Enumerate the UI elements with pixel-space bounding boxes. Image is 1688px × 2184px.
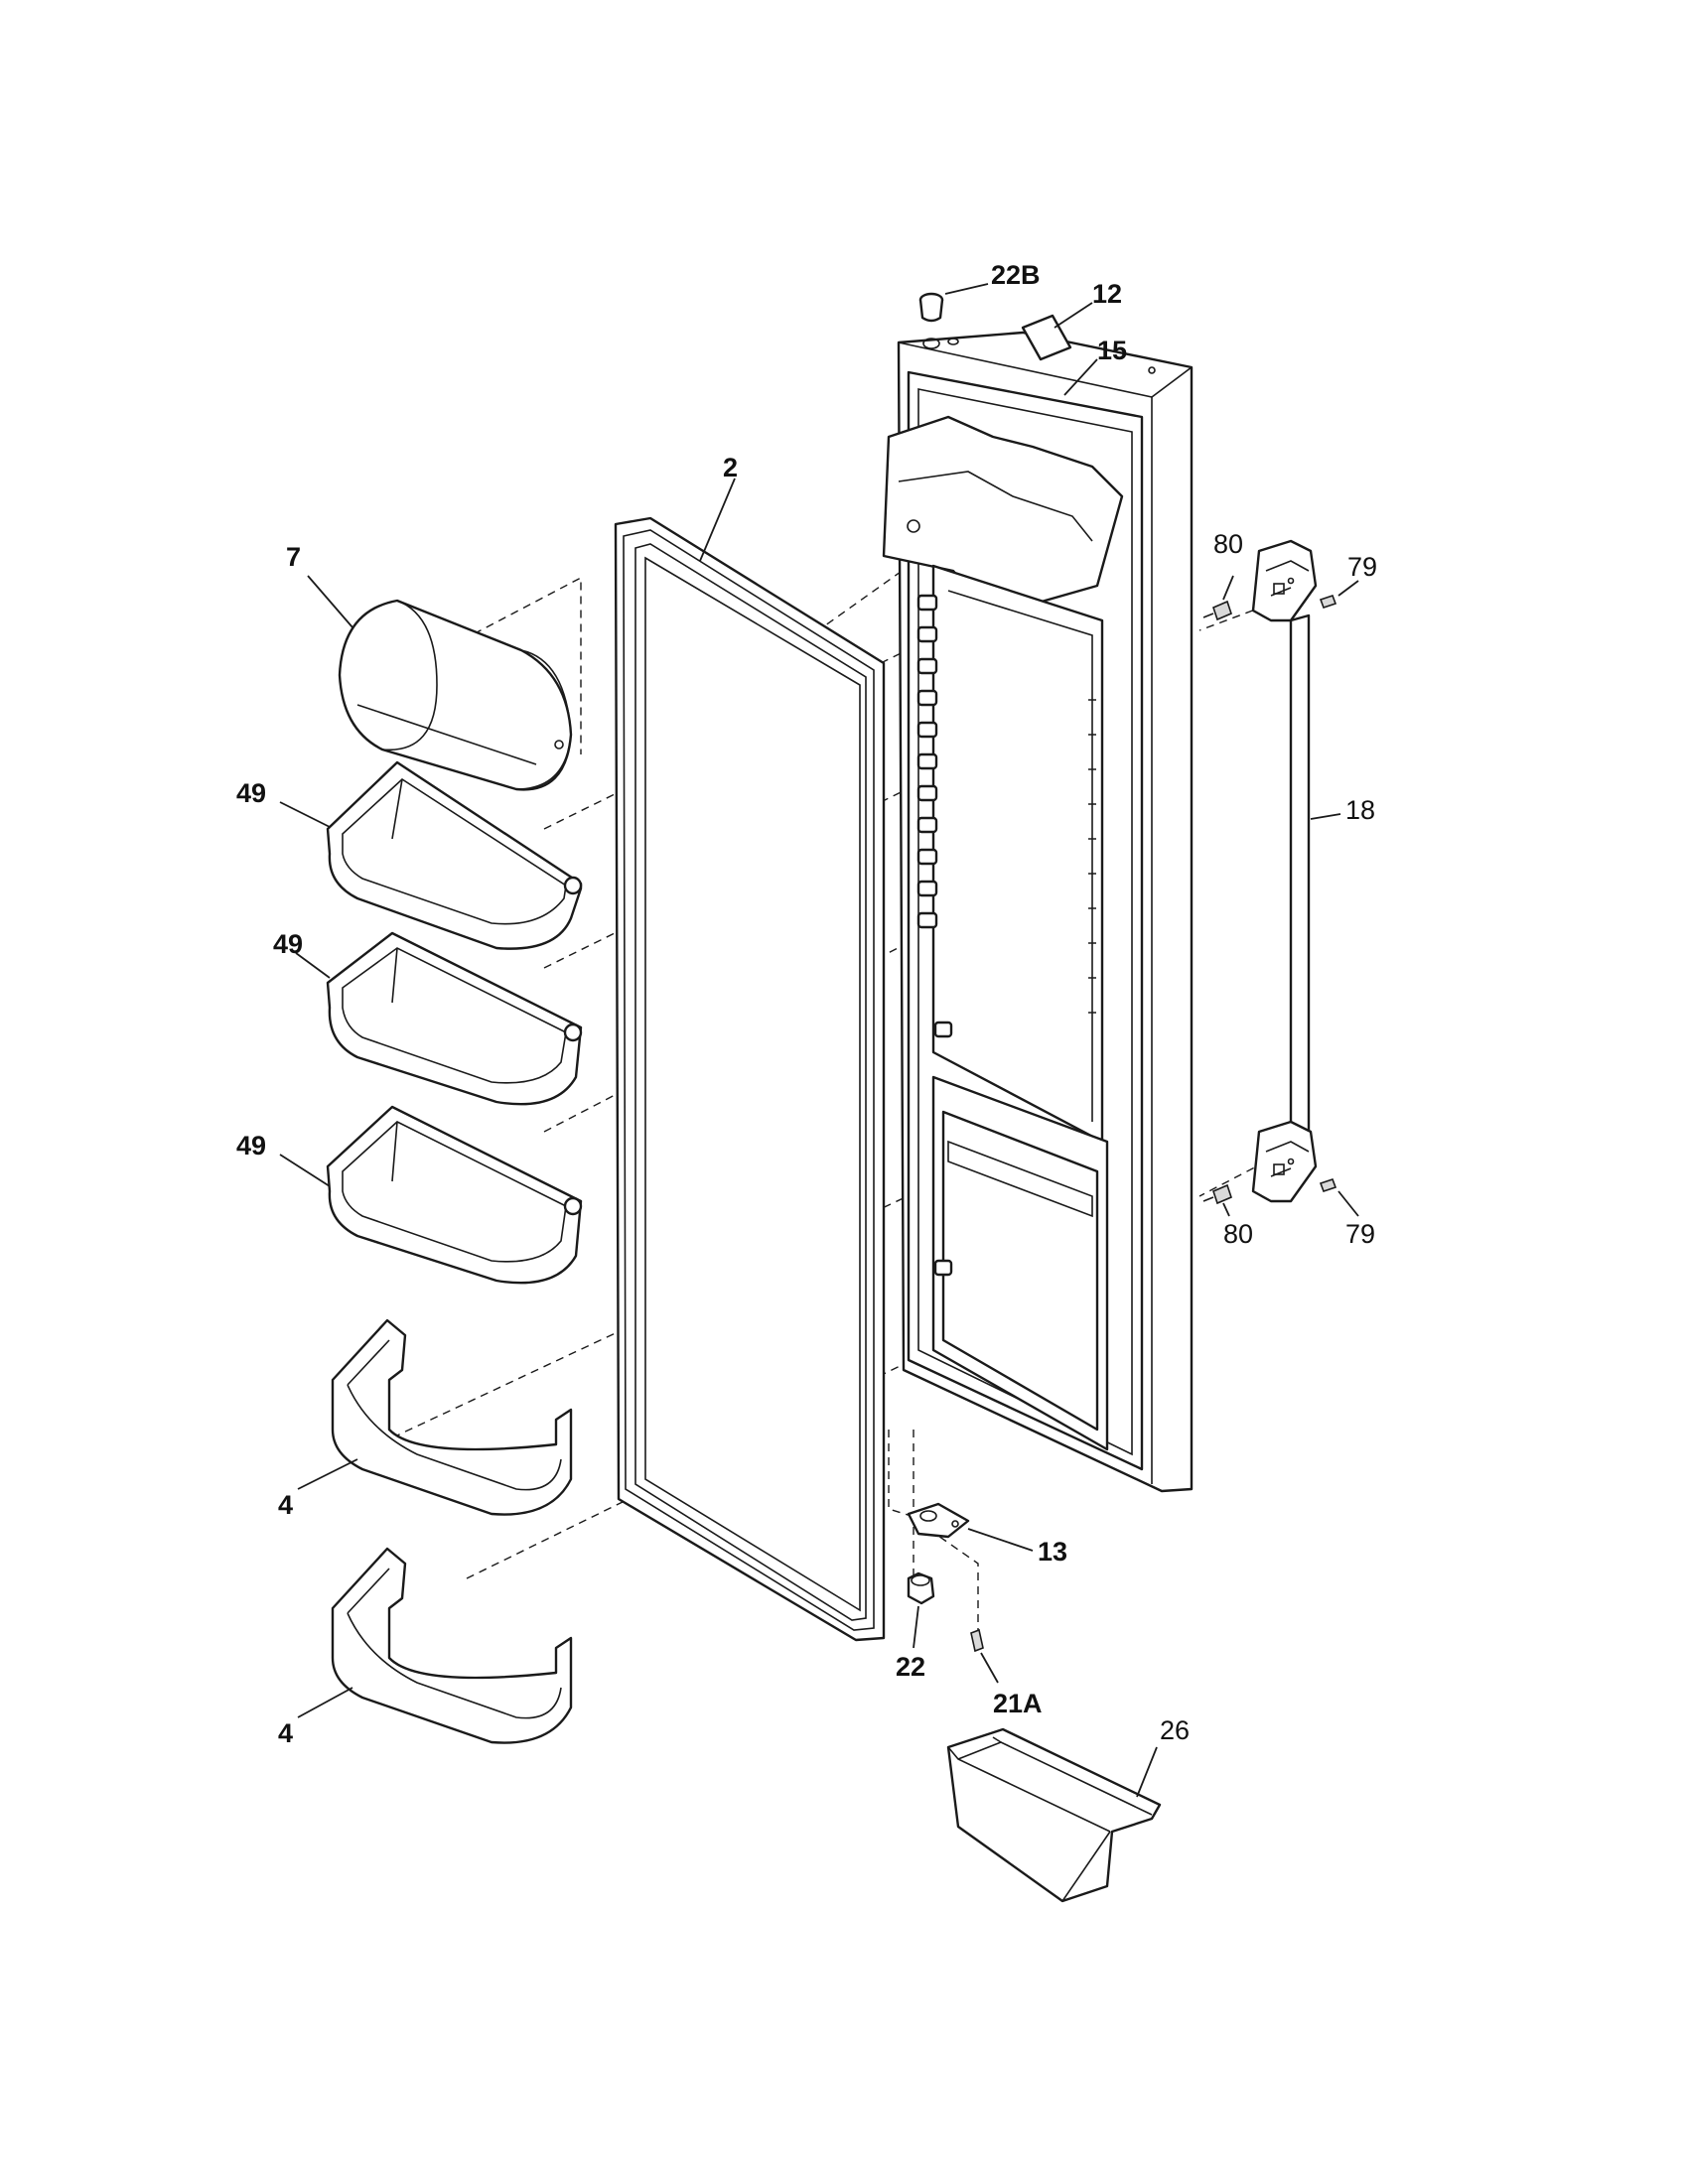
door-bin-49-a: [326, 760, 583, 950]
callout-labels: 22B 12 15 2 7 80 79 49 18 49 49 80 79 4 …: [236, 260, 1377, 1748]
door-bin-49-c: [326, 1105, 583, 1285]
callout-49-b: 49: [273, 929, 303, 959]
callout-26: 26: [1160, 1715, 1190, 1745]
callout-13: 13: [1038, 1537, 1067, 1567]
door-handle-18: [1251, 539, 1318, 1203]
callout-80-bottom: 80: [1223, 1219, 1253, 1249]
callout-7: 7: [286, 542, 301, 572]
screw-79-top: [1319, 594, 1337, 610]
callout-79-bottom: 79: [1345, 1219, 1375, 1249]
callout-4-a: 4: [278, 1490, 293, 1520]
door-bin-49-b: [326, 931, 583, 1106]
door-shelf-4-a: [331, 1318, 573, 1516]
bushing-22: [907, 1571, 935, 1605]
dairy-bin-7: [338, 599, 573, 791]
screw-80-top: [1202, 600, 1232, 621]
door-liner: [882, 331, 1194, 1493]
callout-22: 22: [896, 1652, 925, 1682]
callout-18: 18: [1345, 795, 1375, 825]
callout-2: 2: [723, 453, 738, 482]
callout-49-a: 49: [236, 778, 266, 808]
callout-12: 12: [1092, 279, 1122, 309]
screw-80-bottom: [1202, 1183, 1232, 1205]
tray-26: [946, 1727, 1162, 1903]
callout-15: 15: [1097, 336, 1127, 365]
callout-49-c: 49: [236, 1131, 266, 1160]
callout-79-top: 79: [1347, 552, 1377, 582]
screw-79-bottom: [1319, 1177, 1337, 1193]
screw-21a: [970, 1628, 984, 1653]
callout-80-top: 80: [1213, 529, 1243, 559]
callout-21a: 21A: [993, 1689, 1043, 1718]
label-plate-12: [1021, 314, 1072, 361]
callout-4-b: 4: [278, 1718, 293, 1748]
leader-lines: [279, 283, 1359, 1798]
door-shelf-4-b: [331, 1547, 573, 1744]
callout-22b: 22B: [991, 260, 1041, 290]
hinge-bracket-13: [907, 1502, 970, 1539]
door-gasket: [614, 516, 886, 1642]
cap-22b: [918, 292, 959, 349]
